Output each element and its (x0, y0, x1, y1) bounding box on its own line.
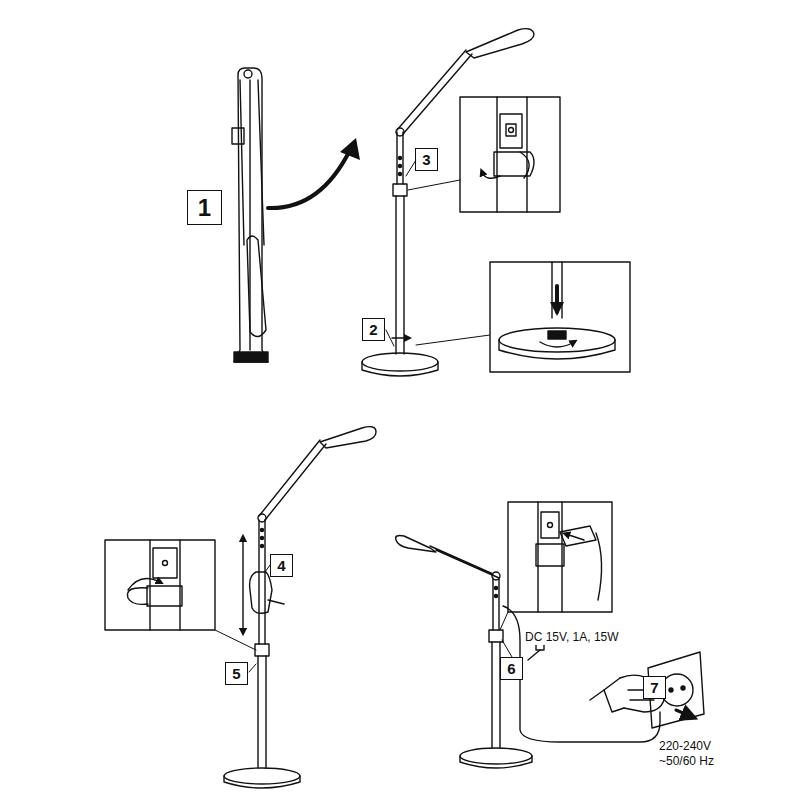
callout-box: 4 (270, 554, 293, 577)
callout-number: 6 (507, 661, 515, 676)
callout-number: 7 (650, 680, 658, 695)
spec-label: 220-240V (658, 740, 712, 754)
callout-number: 5 (232, 666, 240, 681)
spec-label: ~50/60 Hz (658, 755, 715, 769)
callout-box: 3 (415, 148, 438, 171)
spec-label: DC 15V, 1A, 15W (524, 631, 620, 645)
lamp-assembled-top (362, 29, 534, 376)
detail-dc-socket (500, 502, 612, 630)
detail-clamp-top (408, 97, 560, 212)
callout-box: 6 (500, 657, 523, 680)
callout-box: 7 (643, 676, 666, 699)
leader-lines (249, 160, 512, 672)
callout-box: 1 (187, 190, 222, 225)
lamp-height-adjust (224, 427, 376, 788)
callout-number: 2 (369, 322, 377, 337)
folded-lamp (232, 68, 268, 362)
callout-number: 1 (198, 196, 211, 220)
callout-number: 4 (277, 558, 285, 573)
wall-socket-plug (590, 652, 704, 728)
callout-box: 5 (225, 662, 248, 685)
lamp-power (396, 536, 660, 769)
callout-box: 2 (362, 318, 385, 341)
detail-clamp-lock (105, 540, 256, 650)
callout-number: 3 (422, 152, 430, 167)
detail-base (416, 262, 630, 372)
